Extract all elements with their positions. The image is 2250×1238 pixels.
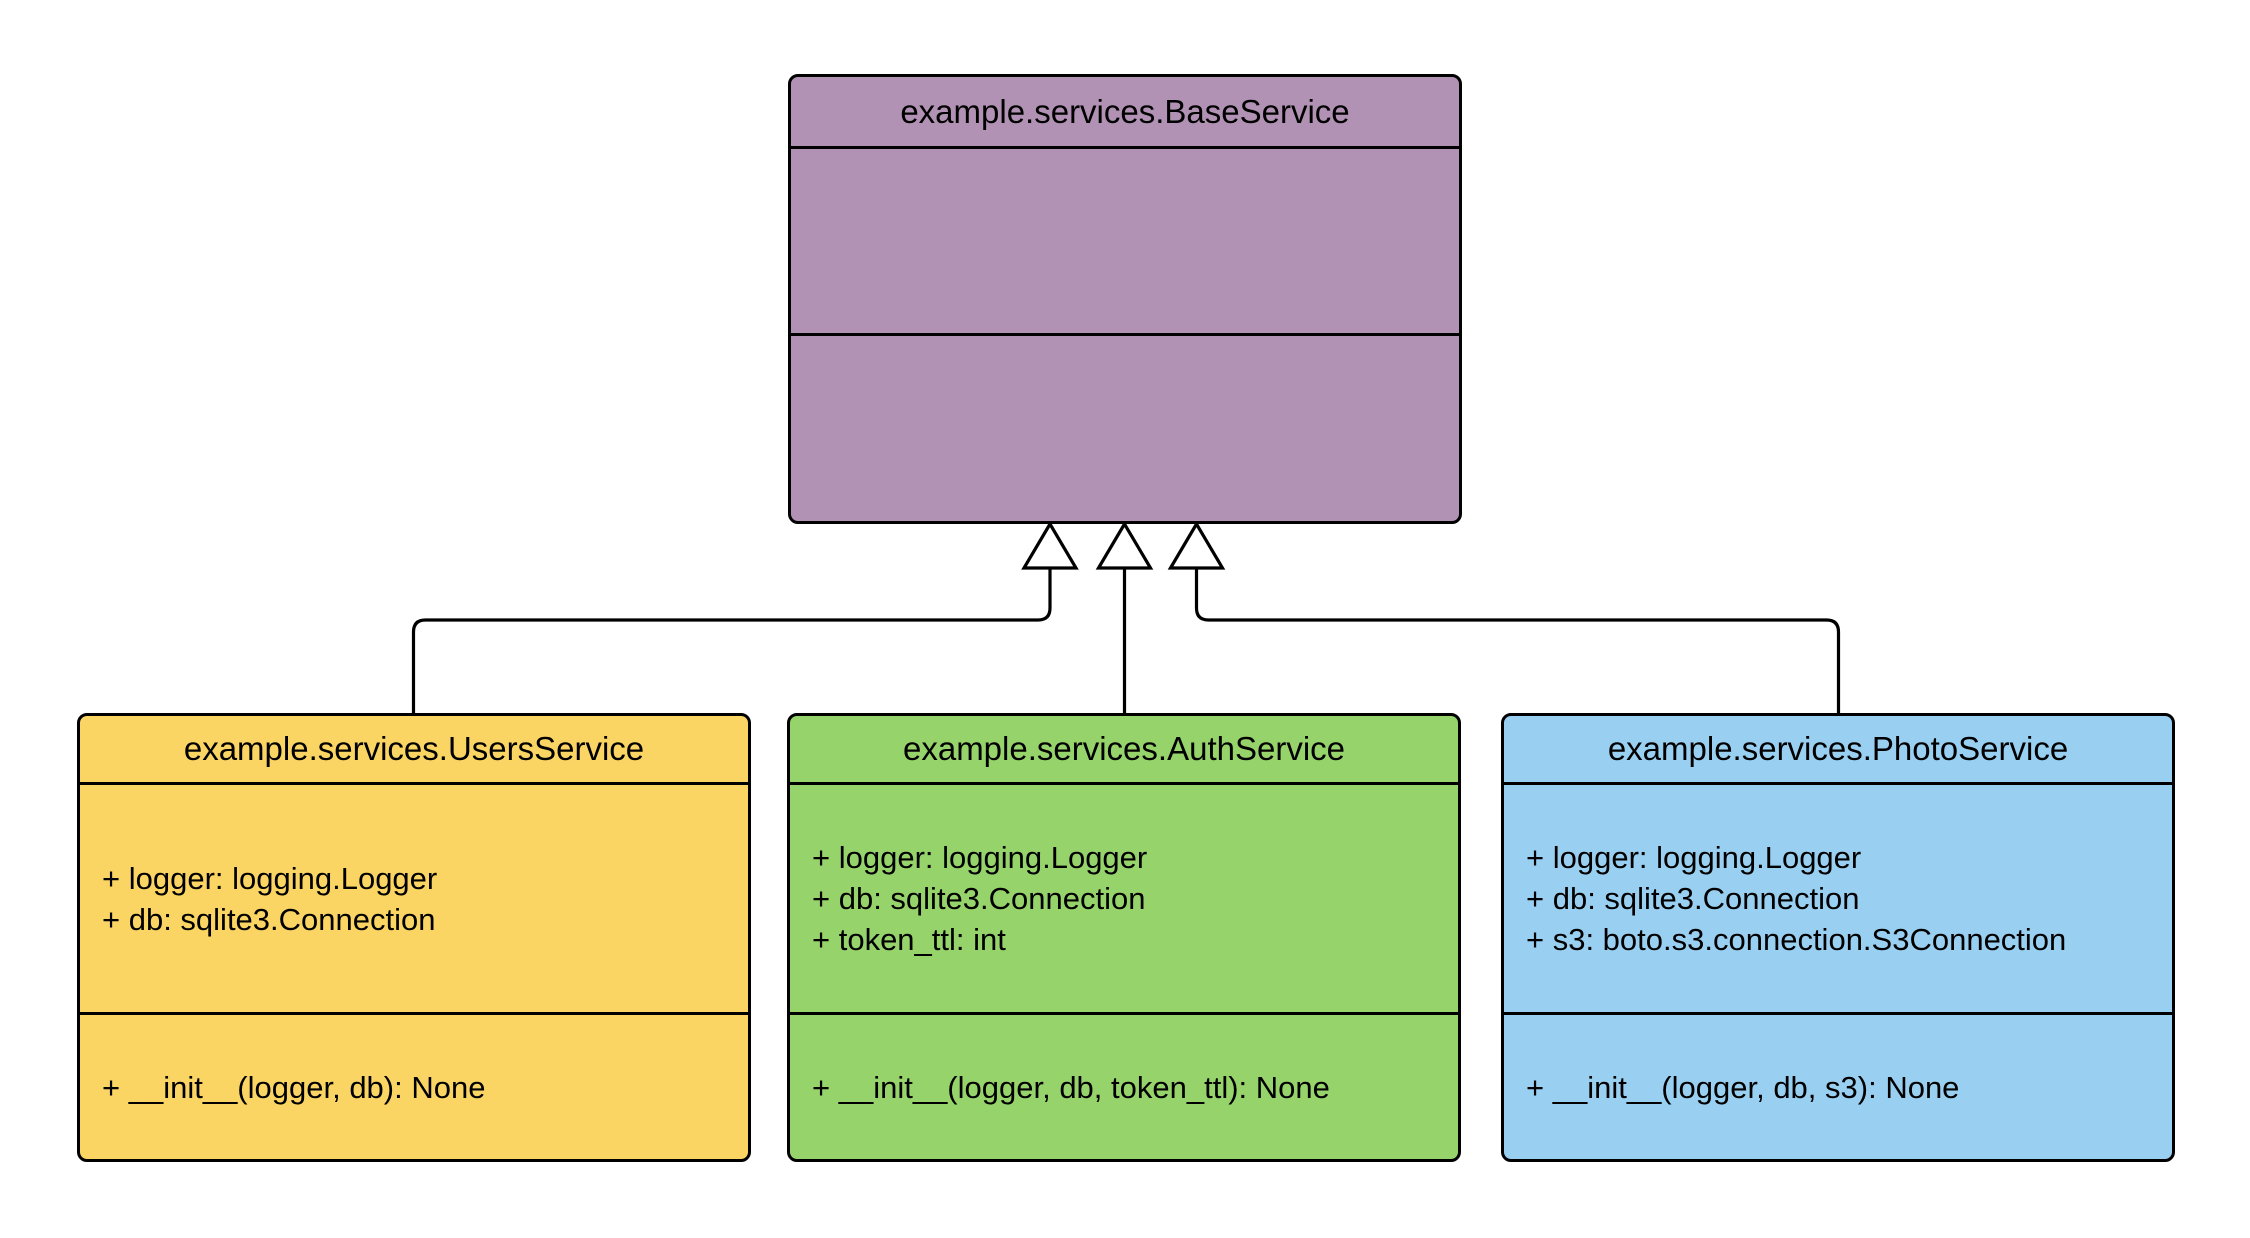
attribute-line: + logger: logging.Logger <box>812 840 1148 875</box>
method-line: + __init__(logger, db, s3): None <box>1526 1069 1960 1105</box>
attributes-section: + logger: logging.Logger + db: sqlite3.C… <box>1504 785 2172 1015</box>
attributes-section <box>791 149 1459 336</box>
class-node-photoservice: example.services.PhotoService + logger: … <box>1501 713 2175 1162</box>
class-title: example.services.AuthService <box>790 716 1458 785</box>
attribute-line: + db: sqlite3.Connection <box>812 881 1146 916</box>
attribute-line: + logger: logging.Logger <box>102 860 438 896</box>
class-node-usersservice: example.services.UsersService + logger: … <box>77 713 751 1162</box>
class-title: example.services.UsersService <box>80 716 748 785</box>
attributes-section: + logger: logging.Logger + db: sqlite3.C… <box>790 785 1458 1015</box>
attribute-line: + s3: boto.s3.connection.S3Connection <box>1526 922 2067 957</box>
methods-section: + __init__(logger, db, s3): None <box>1504 1015 2172 1159</box>
attribute-line: + db: sqlite3.Connection <box>102 901 436 937</box>
inheritance-arrowhead-users <box>1021 520 1079 570</box>
inheritance-arrowhead-auth <box>1095 520 1154 570</box>
methods-section: + __init__(logger, db): None <box>80 1015 748 1159</box>
method-line: + __init__(logger, db): None <box>102 1069 486 1105</box>
attribute-line: + db: sqlite3.Connection <box>1526 881 1860 916</box>
inheritance-arrowhead-photo <box>1167 520 1226 570</box>
inheritance-edge-photo <box>1194 566 1841 714</box>
methods-section: + __init__(logger, db, token_ttl): None <box>790 1015 1458 1159</box>
attribute-line: + token_ttl: int <box>812 922 1006 957</box>
attribute-line: + logger: logging.Logger <box>1526 840 1862 875</box>
attributes-section: + logger: logging.Logger + db: sqlite3.C… <box>80 785 748 1015</box>
method-line: + __init__(logger, db, token_ttl): None <box>812 1069 1330 1105</box>
class-title: example.services.BaseService <box>791 77 1459 149</box>
class-node-baseservice: example.services.BaseService <box>788 74 1462 524</box>
class-title: example.services.PhotoService <box>1504 716 2172 785</box>
methods-section <box>791 336 1459 521</box>
class-node-authservice: example.services.AuthService + logger: l… <box>787 713 1461 1162</box>
inheritance-edge-users <box>411 566 1052 714</box>
